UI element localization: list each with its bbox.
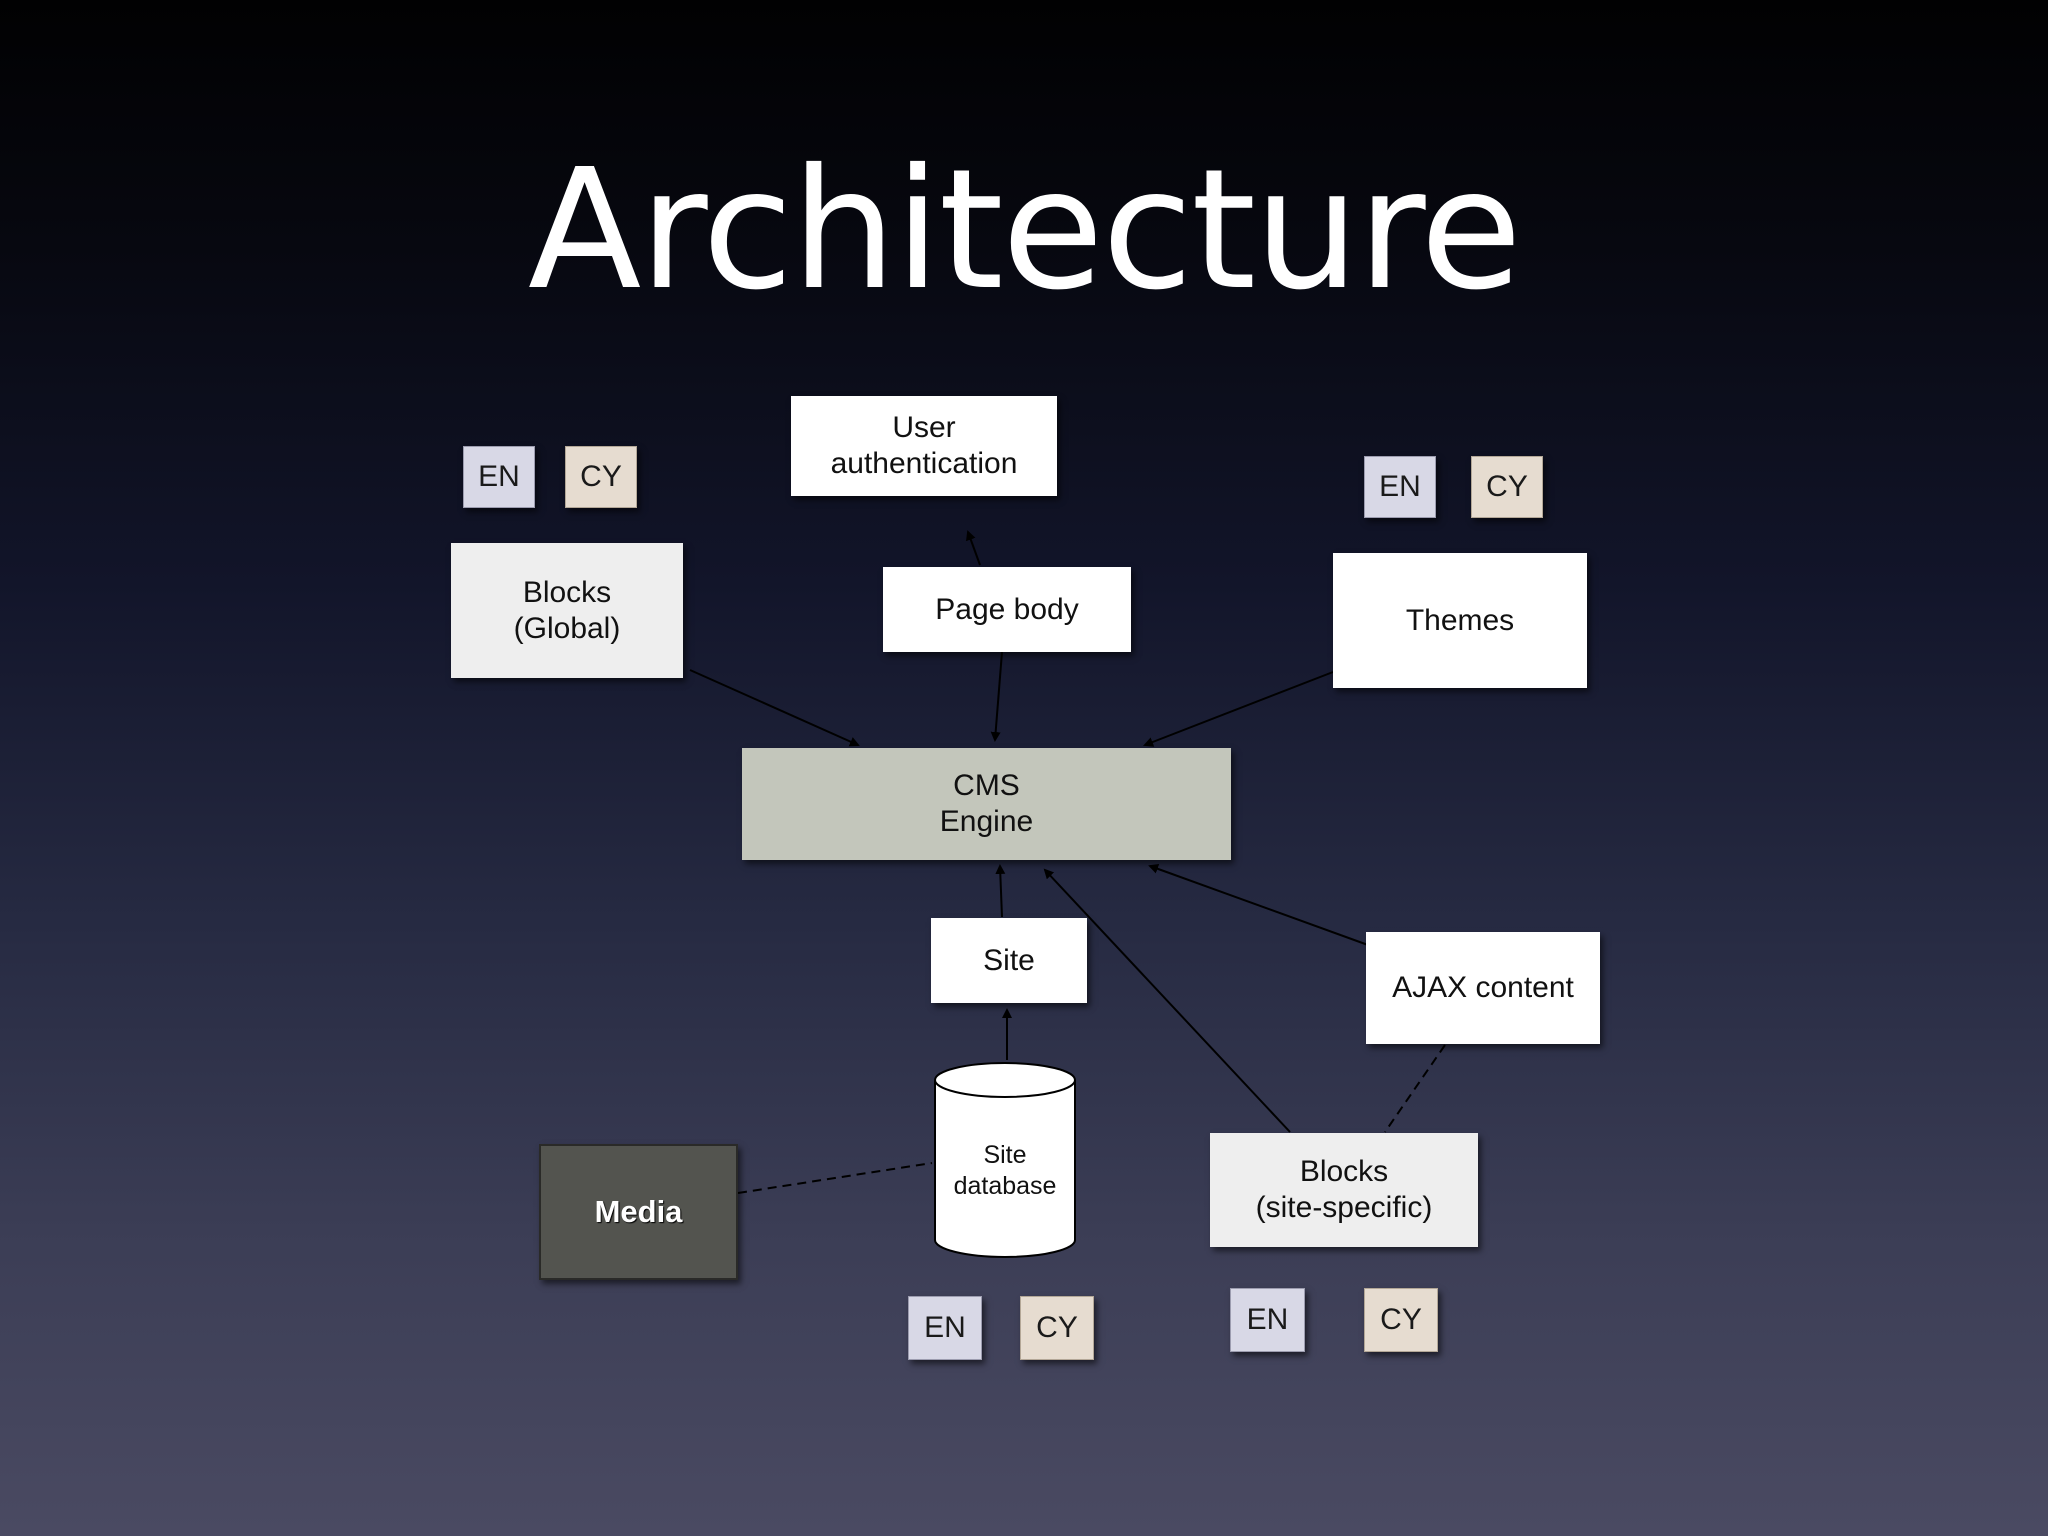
lang-cy-blocks-global: CY — [565, 446, 637, 508]
site-label: Site — [983, 943, 1035, 977]
database-cylinder — [934, 1062, 1076, 1258]
lang-cy-site-database: CY — [1020, 1296, 1094, 1360]
user-authentication-label: User authentication — [830, 411, 1018, 480]
ajax-content-label: AJAX content — [1392, 971, 1574, 1004]
blocks-global-label: Blocks (Global) — [513, 575, 621, 645]
media-label: Media — [594, 1194, 683, 1230]
user-authentication-box: User authentication — [791, 396, 1057, 496]
dashed-media-to-database — [737, 1162, 933, 1194]
arrow-blocks-global-to-engine — [689, 669, 860, 747]
blocks-site-specific-box: Blocks (site-specific) — [1210, 1133, 1478, 1247]
arrow-page-body-to-user-auth — [966, 530, 981, 566]
blocks-site-specific-label: Blocks (site-specific) — [1255, 1155, 1433, 1224]
media-box: Media — [539, 1144, 738, 1280]
arrow-page-body-to-engine — [990, 651, 1003, 742]
arrow-themes-to-engine — [1143, 671, 1334, 747]
arrow-ajax-to-engine — [1148, 864, 1369, 946]
cms-engine-label: CMS Engine — [939, 769, 1034, 838]
cms-engine-box: CMS Engine — [742, 748, 1231, 860]
themes-box: Themes — [1333, 553, 1587, 688]
ajax-content-box: AJAX content — [1366, 932, 1600, 1044]
arrow-site-to-engine — [995, 864, 1006, 918]
slide-title: Architecture — [527, 134, 1522, 327]
lang-cy-themes: CY — [1471, 456, 1543, 518]
page-body-label: Page body — [935, 592, 1079, 626]
arrow-blocks-site-to-engine — [1043, 868, 1291, 1133]
dashed-ajax-to-blocks-site — [1384, 1044, 1446, 1133]
site-box: Site — [931, 918, 1087, 1003]
blocks-global-box: Blocks (Global) — [451, 543, 683, 678]
themes-label: Themes — [1405, 603, 1515, 637]
lang-en-blocks-site-specific: EN — [1230, 1288, 1305, 1352]
lang-cy-blocks-site-specific: CY — [1364, 1288, 1438, 1352]
site-database-label: Site database — [953, 1141, 1057, 1201]
lang-en-site-database: EN — [908, 1296, 982, 1360]
lang-en-themes: EN — [1364, 456, 1436, 518]
page-body-box: Page body — [883, 567, 1131, 652]
lang-en-blocks-global: EN — [463, 446, 535, 508]
